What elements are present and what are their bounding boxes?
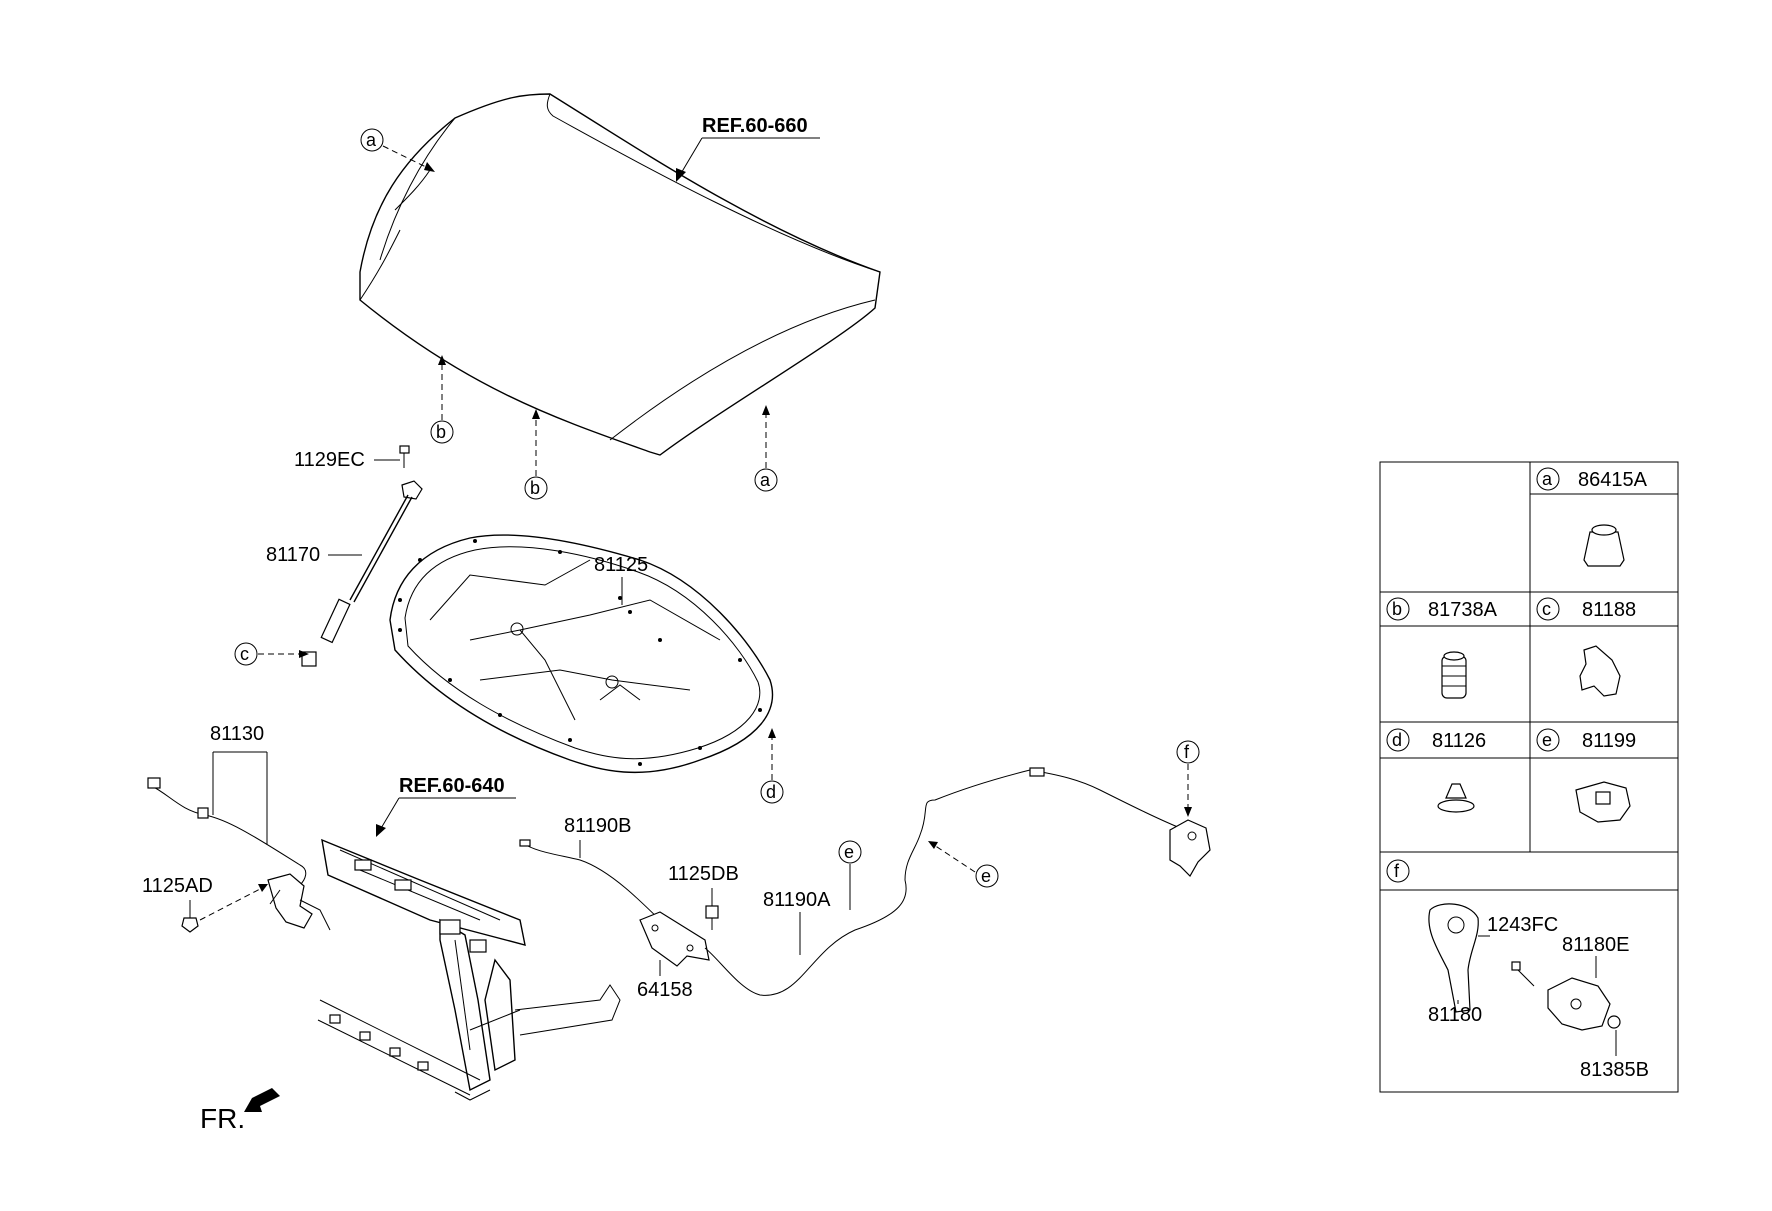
hood-panel [359,93,881,456]
legend-cell-a: a 86415A [1536,467,1648,567]
svg-text:1125AD: 1125AD [142,875,213,897]
svg-text:a: a [366,130,377,150]
insulator-label: 81125 [594,554,648,605]
callout-a-lower: a [754,405,778,492]
svg-text:b: b [436,422,446,442]
callout-c: c [234,642,309,666]
svg-text:81180E: 81180E [1562,934,1629,956]
svg-text:f: f [1184,742,1190,762]
svg-text:81130: 81130 [210,723,264,745]
svg-text:81199: 81199 [1582,730,1636,752]
hood-insulator [389,534,774,774]
cable-bolt: 1125DB [668,863,739,930]
latch-bolt: 1125AD [142,875,268,933]
callout-b-left: b [430,355,454,444]
callout-d: d [760,728,784,804]
svg-text:a: a [1542,469,1553,489]
front-carrier [317,838,621,1101]
front-arrow-icon [244,1088,280,1112]
svg-text:81126: 81126 [1432,730,1486,752]
svg-text:1243FC: 1243FC [1487,914,1558,936]
legend-cell-e: e 81199 [1536,728,1636,823]
nut-icon [1607,1015,1621,1029]
legend-cell-c: c 81188 [1536,597,1636,697]
svg-text:81738A: 81738A [1428,599,1498,621]
release-handle [1169,819,1211,877]
svg-text:81188: 81188 [1582,599,1636,621]
latch-assembly-icon [1547,977,1611,1031]
svg-text:d: d [766,782,776,802]
release-cable-b: 81190B [519,815,676,936]
svg-text:REF.60-660: REF.60-660 [702,115,808,137]
ref-carrier-label: REF.60-640 [376,775,516,837]
release-handle-icon [1428,903,1479,1013]
legend-cell-b: b 81738A [1386,597,1498,699]
front-direction-indicator: FR. [200,1088,280,1134]
svg-text:86415A: 86415A [1578,469,1648,491]
lift-support-strut: 81170 [266,480,423,667]
release-cable-a: 81190A [704,767,1186,996]
latch-label: 81130 [210,723,268,845]
svg-text:1125DB: 1125DB [668,863,739,885]
ref-hood-label: REF.60-660 [676,115,820,182]
svg-text:64158: 64158 [637,979,693,1001]
callout-b-center: b [524,409,548,500]
svg-text:81125: 81125 [594,554,648,576]
svg-text:e: e [844,842,854,862]
svg-text:e: e [1542,730,1552,750]
svg-text:c: c [1542,599,1551,619]
bolt-icon [1511,961,1535,987]
clip-icon [1579,645,1621,697]
legend-table [1379,461,1679,1093]
svg-text:a: a [760,470,771,490]
cable-bracket: 64158 [637,911,710,1001]
push-clip-icon [1437,783,1475,813]
svg-text:81385B: 81385B [1580,1059,1649,1081]
bumper-stop-icon [1583,531,1625,567]
legend-cell-f: f 1243FC 81180 81180E 81385B [1386,859,1649,1081]
grommet-icon [1441,651,1467,699]
callout-e-left: e [838,840,862,910]
svg-text:81180: 81180 [1428,1004,1482,1026]
legend-cell-d: d 81126 [1386,728,1486,813]
svg-text:1129EC: 1129EC [294,449,365,471]
callout-e-right: e [928,841,999,888]
svg-text:c: c [240,644,249,664]
svg-text:e: e [981,866,991,886]
svg-text:d: d [1392,730,1402,750]
latch-assembly [147,777,331,931]
svg-text:REF.60-640: REF.60-640 [399,775,505,797]
svg-text:f: f [1394,861,1400,881]
svg-text:81190A: 81190A [763,889,831,911]
hinge-bolt: 1129EC [294,445,410,471]
svg-text:b: b [530,478,540,498]
svg-text:FR.: FR. [200,1103,245,1134]
svg-text:81190B: 81190B [564,815,631,837]
svg-text:b: b [1392,599,1402,619]
callout-f: f [1176,740,1200,817]
callout-a-upper: a [360,128,435,172]
svg-text:81170: 81170 [266,544,320,566]
